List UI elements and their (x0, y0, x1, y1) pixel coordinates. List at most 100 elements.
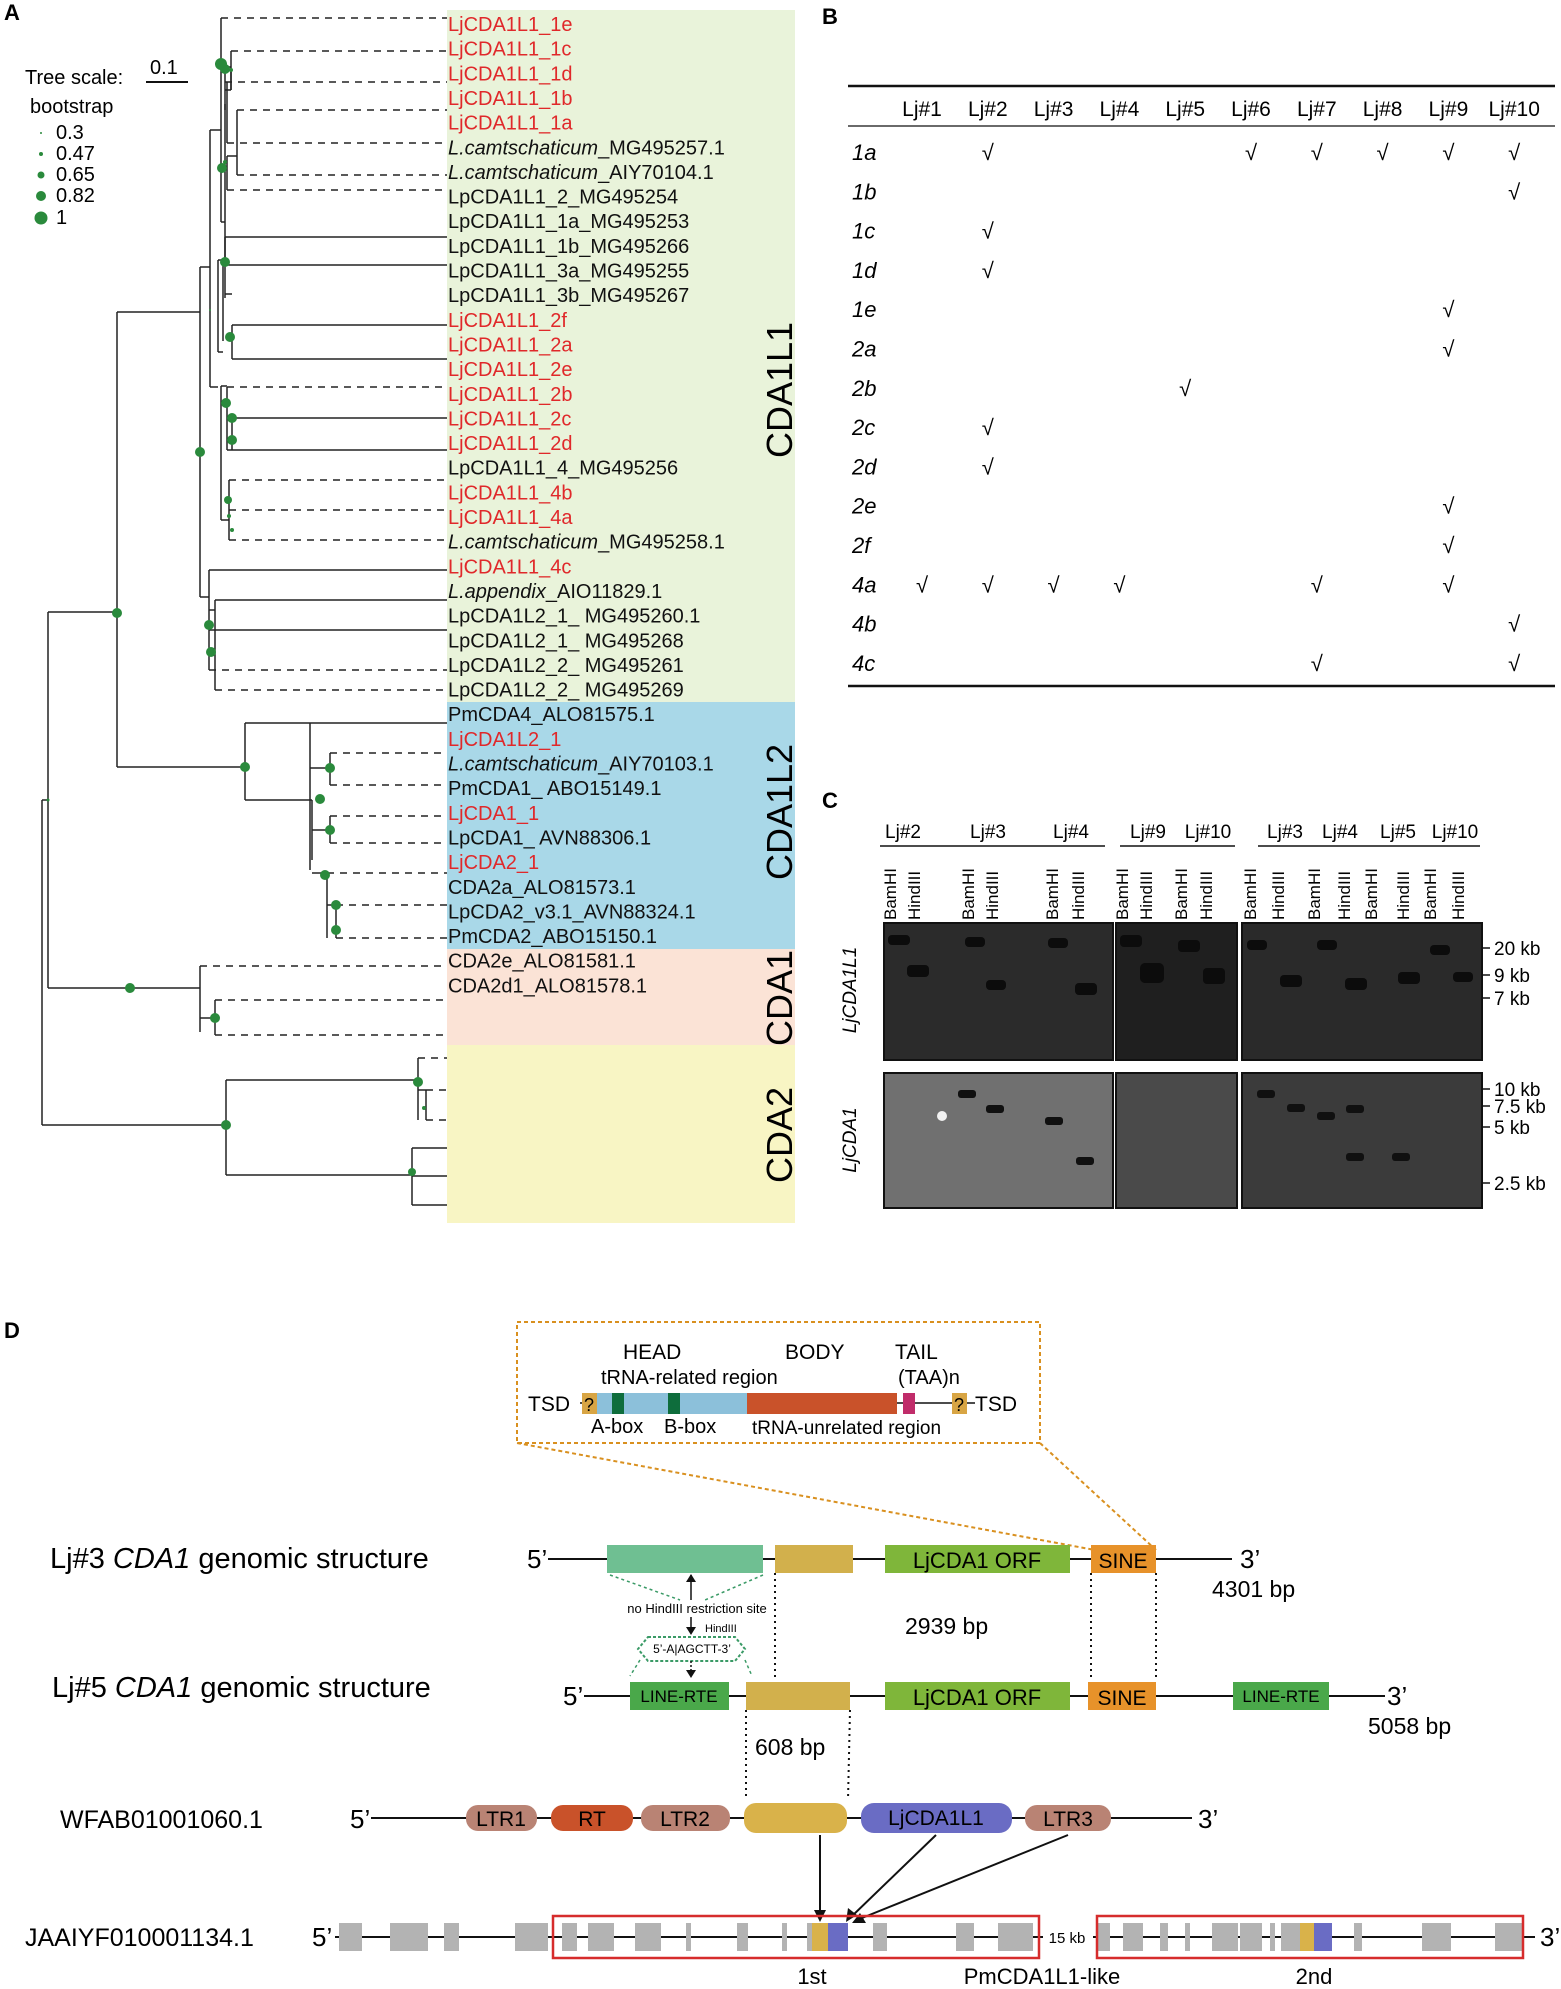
site-hexagon (636, 1636, 747, 1662)
lj5-sine-label: SINE (1097, 1687, 1146, 1710)
tsd-q: ? (584, 1395, 594, 1415)
leaf-label: LjCDA1L1_2b (448, 384, 573, 406)
jaai-cda-1 (828, 1923, 848, 1951)
leaf-label: LjCDA1L1_2f (448, 310, 567, 332)
table-check: √ (1311, 140, 1324, 165)
lane-label: HindIII (1335, 871, 1354, 920)
clade-bg-cda2 (447, 1045, 795, 1223)
wfab-label: WFAB01001060.1 (60, 1806, 263, 1834)
table-check: √ (1113, 572, 1126, 597)
blot-row-label: LjCDA1L1 (840, 947, 861, 1034)
table-column-header: Lj#6 (1231, 98, 1271, 121)
exon (956, 1923, 974, 1951)
node-dot (112, 608, 122, 618)
table-check: √ (1311, 572, 1324, 597)
table-column-header: Lj#4 (1100, 98, 1140, 121)
lane-label: HindIII (1197, 871, 1216, 920)
node-dot (210, 1013, 220, 1023)
exon (1098, 1923, 1110, 1951)
blot-band (1048, 938, 1068, 948)
table-column-header: Lj#3 (1034, 98, 1074, 121)
ljcda1l1-label: LjCDA1L1 (888, 1807, 984, 1830)
callout-line (1039, 1442, 1157, 1551)
leaf-label: LjCDA1L1_4b (448, 482, 573, 504)
node-dot (125, 983, 135, 993)
gap-2939: 2939 bp (905, 1613, 988, 1639)
lane-label: BamHI (1043, 868, 1062, 920)
table-check: √ (982, 415, 995, 440)
lj5-orf-label: LjCDA1 ORF (913, 1685, 1041, 1710)
hind-arrowhead-3 (686, 1670, 696, 1678)
node-dot (217, 163, 227, 173)
lj5-line-rte-right (1233, 1682, 1329, 1710)
blot-band (907, 965, 929, 977)
bootstrap-value: 0.3 (56, 122, 84, 144)
blot-band (1247, 940, 1267, 950)
exon (1422, 1923, 1451, 1951)
blot-band (1203, 968, 1225, 984)
clade-bg-cda1 (447, 949, 795, 1045)
exon (998, 1923, 1033, 1951)
pm-like-label: PmCDA1L1-like (964, 1964, 1121, 1989)
lane-label: HindIII (1394, 871, 1413, 920)
leaf-label: L.camtschaticum_MG495258.1 (448, 532, 725, 554)
node-dot (227, 413, 237, 423)
copy-box-1st (551, 1914, 1041, 1960)
no-hind-label: no HindIII restriction site (627, 1601, 766, 1616)
size-ticks (1482, 947, 1490, 1184)
leaf-label: L.appendix_AIO11829.1 (448, 581, 662, 603)
table-check: √ (982, 572, 995, 597)
node-dots (46, 58, 426, 1176)
panel-a-label: A (4, 0, 20, 25)
sine-tail: TAIL (895, 1341, 938, 1364)
table-row-label: 4b (852, 612, 876, 637)
leaf-label: LjCDA1L1_2c (448, 408, 571, 430)
lane-label: HindIII (905, 871, 924, 920)
panel-d-label: D (4, 1318, 20, 1343)
leaf-label: LjCDA1L2_1 (448, 729, 561, 751)
table-row-label: 2a (851, 337, 876, 362)
leaf-label: LjCDA1L1_4c (448, 556, 571, 578)
leaf-label: LpCDA1L1_1a_MG495253 (448, 211, 689, 233)
node-dot (422, 1106, 426, 1110)
jaai-tan-2 (1300, 1923, 1314, 1951)
body-region (747, 1393, 897, 1414)
clade-bg-cda1l2 (447, 702, 795, 949)
ljcda1l1-box (861, 1803, 1012, 1833)
node-dot (223, 160, 227, 164)
blot-band (1178, 940, 1200, 952)
leaf-label: LjCDA1L1_1a (448, 113, 573, 135)
node-dot (220, 257, 230, 267)
leaf-label: LpCDA1L2_1_ MG495268 (448, 630, 684, 652)
node-dot (315, 794, 325, 804)
blot-sample-label: Lj#3 (1267, 822, 1303, 843)
table-row-label: 1c (852, 219, 875, 244)
node-dot (331, 925, 341, 935)
lj5-length: 5058 bp (1368, 1713, 1451, 1739)
hind-dashed-2 (629, 1659, 753, 1677)
blot-band (1392, 1153, 1410, 1161)
blot-band (1140, 963, 1164, 983)
table-check: √ (1508, 140, 1521, 165)
exon (1185, 1923, 1190, 1951)
exon (782, 1923, 787, 1951)
blot-bottom-3 (1241, 1072, 1483, 1209)
table-row-label: 2b (851, 376, 876, 401)
leaf-label: LpCDA1L1_1b_MG495266 (448, 236, 689, 258)
leaf-label: CDA2e_ALO81581.1 (448, 951, 636, 973)
leaf-label: PmCDA4_ALO81575.1 (448, 704, 655, 726)
sine-callout-box (516, 1321, 1041, 1444)
lane-label: HindIII (1269, 871, 1288, 920)
table-column-header: Lj#2 (968, 98, 1008, 121)
table-row-label: 2c (851, 415, 875, 440)
blot-band (1076, 1157, 1094, 1165)
exon (1354, 1923, 1362, 1951)
leaf-label: PmCDA2_ABO15150.1 (448, 926, 657, 948)
lane-label: HindIII (1069, 871, 1088, 920)
copy-2nd-label: 2nd (1296, 1964, 1333, 1989)
lane-label: HindIII (1449, 871, 1468, 920)
sine-body: BODY (785, 1341, 845, 1364)
three-prime: 3’ (1198, 1804, 1218, 1834)
